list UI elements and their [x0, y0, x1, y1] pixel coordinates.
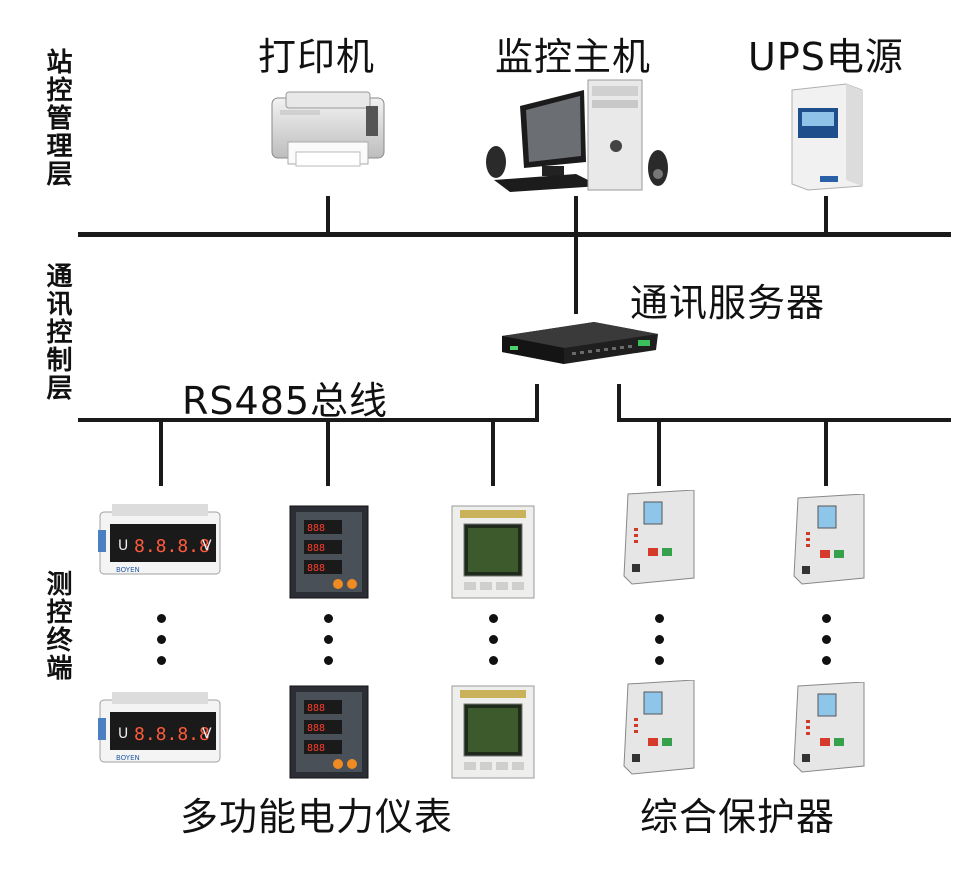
- protection-relay-icon: [788, 493, 866, 586]
- relay-drop-2: [824, 420, 828, 486]
- server-right-drop: [617, 384, 621, 422]
- svg-text:888: 888: [307, 523, 325, 534]
- ellipsis-dots: [649, 614, 669, 665]
- svg-text:888: 888: [307, 563, 325, 574]
- ellipsis-dots: [318, 614, 338, 665]
- printer-label: 打印机: [258, 35, 376, 79]
- rs485-bus-right: [617, 418, 951, 422]
- layer-label-comm: 通讯控制层: [42, 262, 72, 402]
- meter-drop-1: [159, 420, 163, 486]
- printer-drop-line: [326, 196, 330, 234]
- meter-drop-2: [326, 420, 330, 486]
- meter-digits: 8.8.8.8: [134, 536, 210, 557]
- svg-text:888: 888: [307, 703, 325, 714]
- protection-relay-icon: [788, 681, 866, 774]
- panel-meter-icon: [450, 504, 536, 600]
- relays-label: 综合保护器: [640, 795, 836, 839]
- layer-label-terminal: 测控终端: [42, 570, 72, 682]
- ellipsis-dots: [151, 614, 171, 665]
- ups-power-supply-icon: [786, 80, 866, 192]
- svg-text:888: 888: [307, 543, 325, 554]
- network-switch-icon: [498, 318, 660, 366]
- panel-meter-icon: 888 888 888: [288, 504, 370, 600]
- host-label: 监控主机: [495, 35, 652, 79]
- panel-meter-icon: U 8.8.8.8 V BOYEN: [96, 500, 224, 584]
- protection-relay-icon: [618, 489, 696, 586]
- meter-unit-v: V: [202, 538, 212, 554]
- panel-meter-icon: [450, 684, 536, 780]
- printer-icon: [262, 86, 394, 176]
- relay-drop-1: [657, 420, 661, 486]
- meters-label: 多功能电力仪表: [180, 795, 454, 839]
- panel-meter-icon: 888 888 888: [288, 684, 370, 780]
- host-server-line: [574, 196, 578, 314]
- panel-meter-icon: U 8.8.8.8 V BOYEN: [96, 688, 224, 772]
- meter-unit-u: U: [118, 726, 128, 742]
- layer-label-station: 站控管理层: [42, 48, 72, 188]
- station-bus-line: [78, 232, 951, 237]
- server-label: 通讯服务器: [630, 281, 826, 325]
- meter-unit-v: V: [202, 726, 212, 742]
- ups-label: UPS电源: [748, 35, 904, 79]
- meter-brand: BOYEN: [116, 566, 140, 574]
- meter-digits: 8.8.8.8: [134, 724, 210, 745]
- meter-drop-3: [491, 420, 495, 486]
- svg-text:888: 888: [307, 743, 325, 754]
- server-left-drop: [535, 384, 539, 422]
- ellipsis-dots: [483, 614, 503, 665]
- meter-brand: BOYEN: [116, 754, 140, 762]
- desktop-computer-icon: [480, 76, 676, 194]
- meter-unit-u: U: [118, 538, 128, 554]
- protection-relay-icon: [618, 679, 696, 776]
- svg-text:888: 888: [307, 723, 325, 734]
- ups-drop-line: [824, 196, 828, 234]
- ellipsis-dots: [816, 614, 836, 665]
- bus-label: RS485总线: [182, 379, 389, 423]
- rs485-bus-left: [78, 418, 539, 422]
